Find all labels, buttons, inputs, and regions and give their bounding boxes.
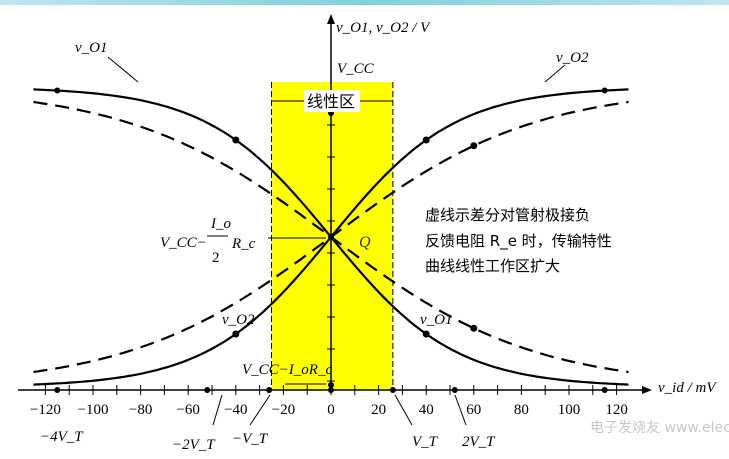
q-level-main: V_CC− bbox=[160, 235, 207, 251]
vt-pointer bbox=[394, 394, 413, 426]
y-axis-label: v_O1, v_O2 / V bbox=[336, 20, 431, 36]
vo2-bottom-label: v_O2 bbox=[222, 312, 255, 328]
bottom-level-label: V_CC−I_oR_c bbox=[242, 362, 332, 378]
q-level-tail: R_c bbox=[231, 236, 256, 252]
linear-region-label: 线性区 bbox=[307, 92, 355, 111]
axis-point bbox=[328, 387, 334, 393]
curve-direction-arrow bbox=[422, 330, 430, 338]
vcc-label: V_CC bbox=[337, 61, 375, 77]
curve-direction-arrow bbox=[232, 136, 240, 144]
minus2vt-pointer bbox=[212, 394, 223, 426]
curve-direction-arrow bbox=[422, 136, 430, 144]
vo1-bottom-label: v_O1 bbox=[420, 312, 453, 328]
saturation-point bbox=[601, 87, 608, 94]
q-point-label: Q bbox=[359, 234, 371, 251]
axis-point bbox=[389, 387, 396, 393]
vt-label-1: V_T bbox=[412, 434, 439, 450]
x-tick-label: 40 bbox=[419, 402, 434, 418]
top-accent-bar bbox=[0, 0, 729, 5]
note-line-3: 曲线线性工作区扩大 bbox=[425, 257, 560, 275]
vt-label-2: 2V_T bbox=[462, 434, 496, 450]
vt-label-minus4: −4V_T bbox=[40, 429, 84, 445]
x-tick-label: 60 bbox=[466, 402, 481, 418]
x-tick-label: −80 bbox=[129, 402, 152, 418]
x-tick-label: −100 bbox=[78, 402, 109, 418]
saturation-point bbox=[54, 87, 61, 94]
vo1-top-label: v_O1 bbox=[75, 40, 108, 56]
axis-point bbox=[204, 387, 211, 393]
minus1vt-pointer bbox=[249, 394, 271, 426]
x-tick-label: −120 bbox=[30, 402, 61, 418]
x-tick-label: 20 bbox=[371, 402, 386, 418]
watermark: 电子发烧友 www.elecfans.com bbox=[590, 420, 729, 436]
curve-direction-arrow bbox=[232, 330, 240, 338]
note-line-2: 反馈电阻 R_e 时，传输特性 bbox=[425, 232, 612, 251]
2vt-pointer bbox=[454, 394, 467, 426]
x-tick-label: −40 bbox=[224, 402, 247, 418]
x-tick-label: 120 bbox=[605, 402, 628, 418]
dashed-curve-direction-arrow bbox=[470, 142, 478, 150]
axis-point bbox=[54, 387, 61, 393]
x-tick-label: 80 bbox=[514, 402, 529, 418]
axis-point bbox=[266, 387, 273, 393]
q-level-num: I_o bbox=[210, 216, 231, 232]
q-level-den: 2 bbox=[212, 250, 220, 266]
dashed-curve-direction-arrow bbox=[470, 324, 478, 332]
vo2-top-label: v_O2 bbox=[556, 50, 589, 66]
x-tick-label: −20 bbox=[272, 402, 295, 418]
vo2-pointer bbox=[544, 64, 566, 83]
vo1-pointer bbox=[107, 56, 139, 83]
x-axis-arrow bbox=[642, 386, 652, 394]
x-axis-label: v_id / mV bbox=[658, 380, 717, 396]
linear-region-label-bg bbox=[304, 90, 360, 112]
axis-point bbox=[601, 387, 608, 393]
x-tick-label: 100 bbox=[558, 402, 581, 418]
note-line-1: 虚线示差分对管射极接负 bbox=[425, 206, 590, 224]
axis-point bbox=[451, 387, 458, 393]
q-point bbox=[328, 234, 334, 240]
y-axis-arrow bbox=[327, 14, 335, 24]
bottom-level-point bbox=[328, 382, 334, 388]
vt-label-minus2: −2V_T bbox=[172, 437, 216, 453]
x-tick-label: −60 bbox=[176, 402, 199, 418]
x-tick-label: 0 bbox=[327, 402, 335, 418]
vt-label-minus1: −V_T bbox=[232, 431, 269, 447]
